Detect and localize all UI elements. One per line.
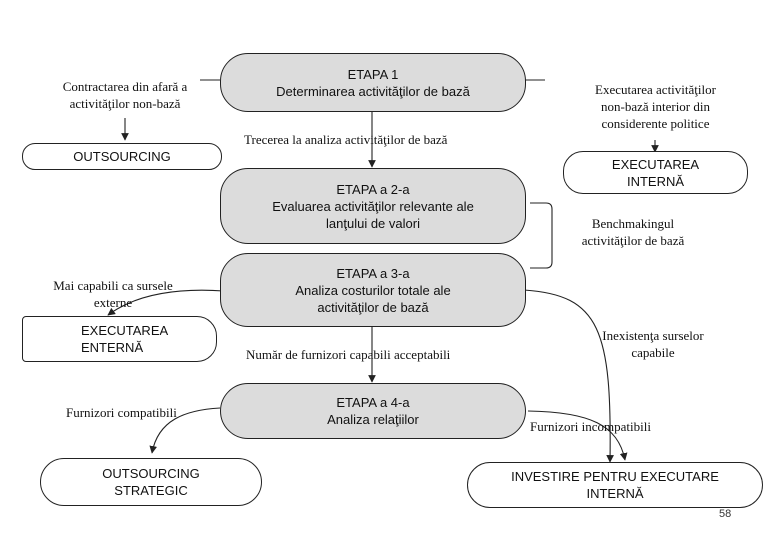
outsourcing-box: OUTSOURCING bbox=[22, 143, 222, 170]
note-benchmarking-line-2: activităţilor de bază bbox=[581, 233, 685, 248]
stage-1-box: ETAPA 1 Determinarea activităţilor de ba… bbox=[220, 53, 526, 112]
stage-3-text-1: Analiza costurilor totale ale bbox=[295, 282, 451, 298]
note-more-capable: Mai capabili ca sursele externe bbox=[28, 277, 198, 311]
note-internal-political: Executarea activităţilor non-bază interi… bbox=[553, 81, 758, 132]
stage-2-title: ETAPA a 2-a bbox=[336, 181, 410, 197]
note-more-capable-line-1: Mai capabili ca sursele bbox=[53, 278, 173, 293]
internal-execution-line-2: INTERNĂ bbox=[626, 173, 685, 189]
benchmark-bracket bbox=[530, 202, 553, 269]
stage-3-text-2: activităţilor de bază bbox=[317, 299, 429, 315]
invest-internal-line-2: INTERNĂ bbox=[586, 486, 644, 501]
external-execution-line-1: EXECUTAREA bbox=[81, 323, 169, 338]
note-internal-political-line-3: considerente politice bbox=[601, 116, 710, 131]
note-contracting-out-line-1: Contractarea din afară a bbox=[62, 79, 188, 94]
invest-internal-box: INVESTIRE PENTRU EXECUTARE INTERNĂ bbox=[467, 462, 763, 508]
stage-4-title: ETAPA a 4-a bbox=[336, 395, 410, 410]
note-no-capable-sources: Inexistenţa surselor capabile bbox=[578, 327, 728, 361]
stage-1-title: ETAPA 1 bbox=[347, 66, 399, 82]
stage-1-text: Determinarea activităţilor de bază bbox=[276, 83, 470, 99]
note-acceptable-suppliers: Număr de furnizori capabili acceptabili bbox=[246, 347, 451, 362]
invest-internal-line-1: INVESTIRE PENTRU EXECUTARE bbox=[511, 469, 719, 484]
arrow-stage4-to-invest bbox=[527, 410, 628, 461]
strategic-outsourcing-line-2: STRATEGIC bbox=[114, 483, 188, 498]
strategic-outsourcing-box: OUTSOURCING STRATEGIC bbox=[40, 458, 262, 506]
stage-3-title: ETAPA a 3-a bbox=[336, 265, 410, 281]
stage-2-text-1: Evaluarea activităţilor relevante ale bbox=[272, 198, 474, 214]
stage-2-box: ETAPA a 2-a Evaluarea activităţilor rele… bbox=[220, 168, 526, 244]
strategic-outsourcing-line-1: OUTSOURCING bbox=[102, 466, 200, 481]
note-contracting-out: Contractarea din afară a activităţilor n… bbox=[22, 78, 228, 112]
note-benchmarking: Benchmakingul activităţilor de bază bbox=[558, 215, 708, 249]
stage-4-text: Analiza relaţiilor bbox=[327, 412, 419, 427]
note-more-capable-line-2: externe bbox=[93, 295, 133, 310]
arrow-stage3-to-invest bbox=[523, 289, 614, 463]
arrow-stage3-to-external bbox=[107, 289, 225, 316]
external-execution-line-2: ENTERNĂ bbox=[81, 340, 144, 355]
note-transition: Trecerea la analiza activităţilor de baz… bbox=[244, 132, 448, 147]
stage-3-box: ETAPA a 3-a Analiza costurilor totale al… bbox=[220, 253, 526, 327]
page-number: 58 bbox=[719, 508, 732, 520]
note-no-capable-sources-line-2: capabile bbox=[631, 345, 675, 360]
note-benchmarking-line-1: Benchmakingul bbox=[591, 216, 675, 231]
internal-execution-box: EXECUTAREA INTERNĂ bbox=[563, 151, 748, 194]
arrow-stage4-to-strategic bbox=[149, 407, 221, 454]
note-internal-political-line-2: non-bază interior din bbox=[600, 99, 710, 114]
stage-4-box: ETAPA a 4-a Analiza relaţiilor bbox=[220, 383, 526, 439]
external-execution-box: EXECUTAREA ENTERNĂ bbox=[22, 316, 217, 362]
note-compatible-suppliers: Furnizori compatibili bbox=[66, 405, 177, 420]
note-internal-political-line-1: Executarea activităţilor bbox=[595, 82, 716, 97]
note-incompatible-suppliers: Furnizori incompatibili bbox=[530, 419, 651, 434]
stage-2-text-2: lanţului de valori bbox=[326, 215, 420, 231]
outsourcing-label: OUTSOURCING bbox=[73, 149, 171, 164]
internal-execution-line-1: EXECUTAREA bbox=[611, 156, 700, 172]
note-no-capable-sources-line-1: Inexistenţa surselor bbox=[602, 328, 704, 343]
note-contracting-out-line-2: activităţilor non-bază bbox=[69, 96, 181, 111]
